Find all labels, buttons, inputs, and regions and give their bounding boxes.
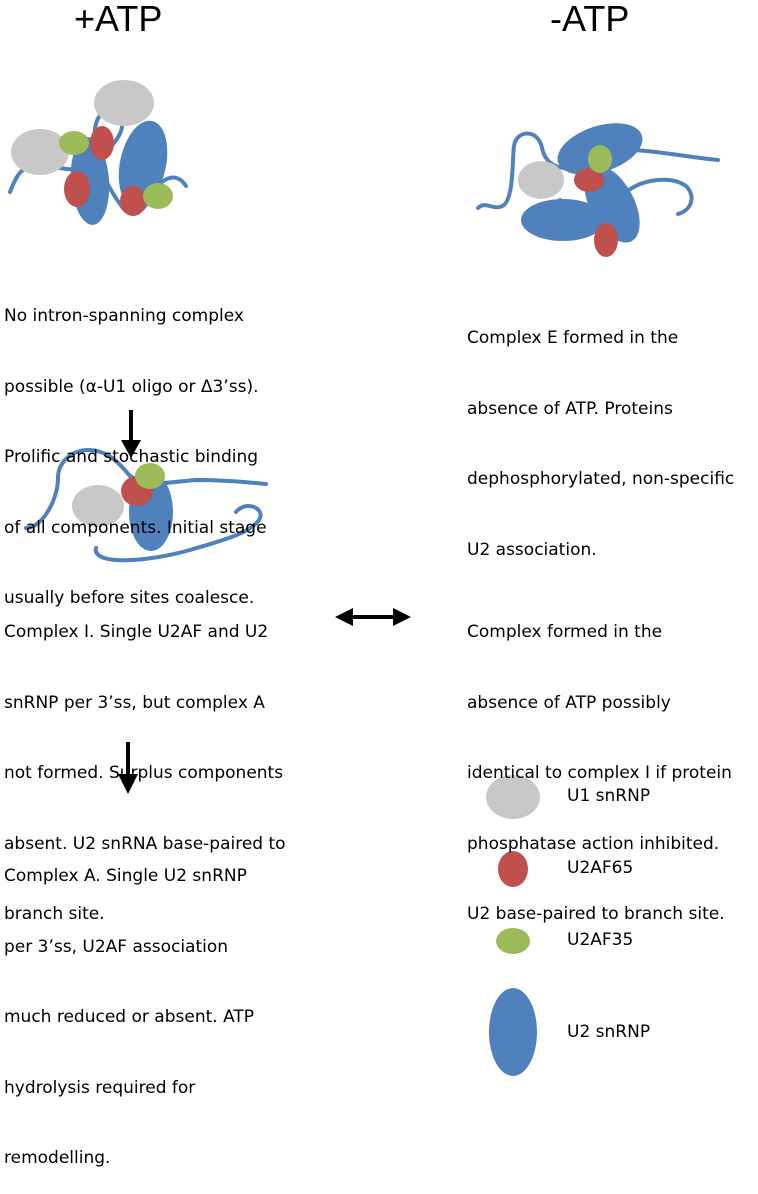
rna-strand [93,503,263,563]
text-line: Prolific and stochastic binding [4,447,259,467]
text-complex-no-atp: Complex formed in the absence of ATP pos… [467,574,732,950]
legend-label-u2af65: U2AF65 [567,858,634,878]
text-line: remodelling. [4,1148,111,1168]
u2af65 [120,186,146,216]
text-line: dephosphorylated, non-specific [467,469,735,489]
rna-strand [24,447,268,530]
u2af35 [135,463,165,489]
text-line: usually before sites coalesce. [4,588,255,608]
text-line: much reduced or absent. ATP [4,1007,255,1027]
text-line: branch site. [4,904,105,924]
u1-snrnp [518,161,564,199]
u2-snrnp [521,199,605,241]
text-line: identical to complex I if protein [467,763,732,783]
u2af35 [143,183,173,209]
text-complex-e: Complex E formed in the absence of ATP. … [467,280,734,586]
u2af65 [574,168,604,192]
u2af65 [64,171,90,207]
text-line: absent. U2 snRNA base-paired to [4,833,286,854]
legend-label-u2af35: U2AF35 [567,930,634,950]
text-line: absence of ATP possibly [467,692,671,713]
legend-swatch-u1-snrnp [486,775,540,819]
u1-snrnp [11,129,69,175]
text-line: Complex E formed in the [467,328,679,348]
text-line: hydrolysis required for [4,1077,196,1098]
legend-swatch-u2af35 [496,928,530,954]
text-line: possible (α-U1 oligo or Δ3’ss). [4,376,259,397]
text-line: No intron-spanning complex [4,306,244,326]
text-line: Complex I. Single U2AF and U2 [4,622,269,642]
text-line: of all components. Initial stage [4,517,267,538]
diagram-complex-i [24,447,268,563]
u1-snrnp [72,485,124,527]
text-line: U2 association. [467,539,597,560]
diagram-canvas [8,80,720,1076]
text-line: Complex formed in the [467,622,663,642]
text-complex-a: Complex A. Single U2 snRNP per 3’ss, U2A… [4,818,254,1194]
legend-label-u1-snrnp: U1 snRNP [567,786,651,806]
text-line: per 3’ss, U2AF association [4,936,229,957]
legend-shapes [486,775,540,1076]
u2af35 [59,131,89,155]
text-line: snRNP per 3’ss, but complex A [4,692,265,713]
heading-plus-atp: +ATP [74,0,163,39]
text-line: not formed. Surplus components [4,763,284,783]
text-complex-i: Complex I. Single U2AF and U2 snRNP per … [4,574,286,950]
diagram-complex-e [476,123,720,257]
u2af35 [588,145,612,173]
text-line: Complex A. Single U2 snRNP [4,866,247,886]
double-arrow [335,608,411,626]
u2af65 [90,126,114,160]
text-line: phosphatase action inhibited. [467,833,720,854]
legend-swatch-u2-snrnp [489,988,537,1076]
legend-swatch-u2af65 [498,851,528,887]
u1-snrnp [94,80,154,126]
heading-minus-atp: -ATP [550,0,630,39]
text-no-intron-spanning: No intron-spanning complex possible (α-U… [4,258,267,634]
text-line: U2 base-paired to branch site. [467,904,725,924]
arrow-down-2 [118,742,138,794]
diagram-initial-binding [8,80,188,225]
text-line: absence of ATP. Proteins [467,398,673,419]
u2af65 [594,223,618,257]
arrow-down-1 [121,410,141,458]
legend-label-u2-snrnp: U2 snRNP [567,1022,651,1042]
